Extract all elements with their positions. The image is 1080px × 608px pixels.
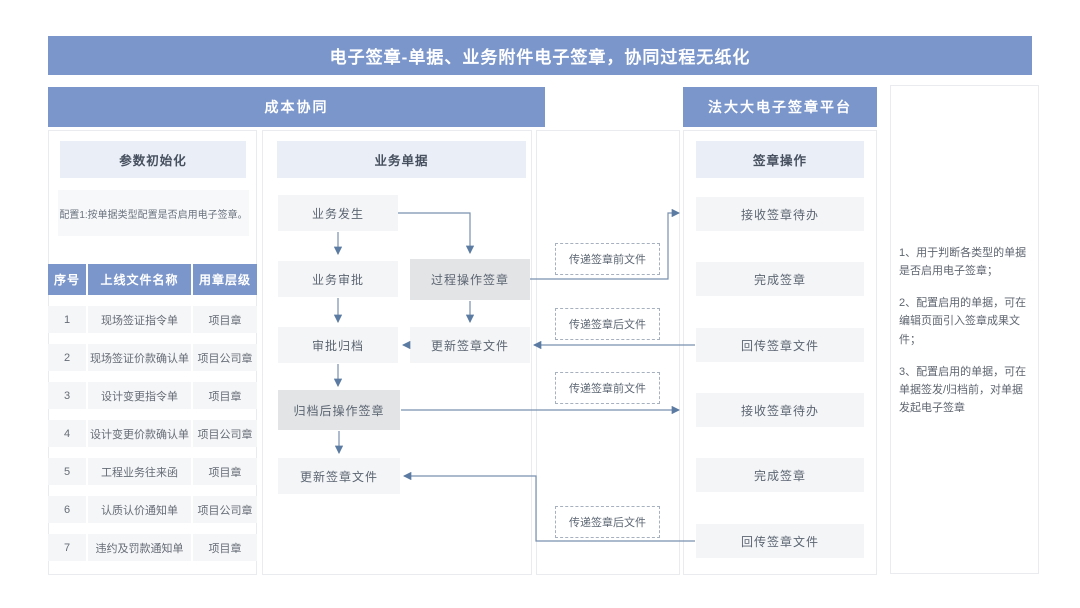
flow-node-business-approve: 业务审批 [278, 261, 398, 297]
table-cell-no: 7 [48, 534, 86, 561]
table-cell-no: 6 [48, 496, 86, 523]
flow-node-business-occur: 业务发生 [278, 195, 398, 231]
table-cell-seal: 项目公司章 [193, 420, 257, 447]
note-item-2: 2、配置启用的单据，可在编辑页面引入签章成果文件； [899, 297, 1027, 346]
sign-node-complete-1: 完成签章 [696, 262, 864, 296]
table-cell-seal: 项目公司章 [193, 496, 257, 523]
table-cell-seal: 项目公司章 [193, 344, 257, 371]
note-item-3: 3、配置启用的单据，可在单据签发/归档前，对单据发起电子签章 [899, 365, 1027, 414]
sign-node-return-file-2: 回传签章文件 [696, 524, 864, 558]
sign-node-complete-2: 完成签章 [696, 458, 864, 492]
table-header-no: 序号 [48, 264, 86, 295]
transfer-box-pre-sign-2: 传递签章前文件 [555, 372, 660, 404]
table-cell-file: 认质认价通知单 [88, 496, 191, 523]
flow-node-approve-archive: 审批归档 [278, 327, 398, 363]
subheader-business-docs: 业务单据 [277, 141, 526, 178]
table-cell-seal: 项目章 [193, 458, 257, 485]
table-cell-no: 1 [48, 306, 86, 333]
flow-node-after-archive-sign: 归档后操作签章 [278, 390, 400, 430]
table-cell-file: 现场签证指令单 [88, 306, 191, 333]
transfer-box-pre-sign-1: 传递签章前文件 [555, 243, 660, 275]
flow-node-process-sign: 过程操作签章 [410, 259, 530, 300]
notes-block: 1、用于判断各类型的单据是否启用电子签章； 2、配置启用的单据，可在编辑页面引入… [899, 244, 1032, 431]
table-cell-seal: 项目章 [193, 382, 257, 409]
flow-node-update-sign-file-2: 更新签章文件 [278, 458, 400, 494]
flow-node-update-sign-file-1: 更新签章文件 [410, 327, 530, 363]
table-cell-no: 2 [48, 344, 86, 371]
table-cell-seal: 项目章 [193, 306, 257, 333]
table-cell-no: 3 [48, 382, 86, 409]
table-cell-seal: 项目章 [193, 534, 257, 561]
table-cell-file: 违约及罚款通知单 [88, 534, 191, 561]
subheader-sign-ops: 签章操作 [696, 141, 864, 178]
transfer-box-post-sign-2: 传递签章后文件 [555, 506, 660, 538]
note-item-1: 1、用于判断各类型的单据是否启用电子签章； [899, 247, 1027, 278]
table-cell-file: 设计变更价款确认单 [88, 420, 191, 447]
title-banner: 电子签章-单据、业务附件电子签章，协同过程无纸化 [48, 36, 1032, 75]
transfer-box-post-sign-1: 传递签章后文件 [555, 308, 660, 340]
sign-node-return-file-1: 回传签章文件 [696, 328, 864, 362]
sign-node-receive-todo-2: 接收签章待办 [696, 393, 864, 427]
table-cell-no: 4 [48, 420, 86, 447]
section-header-fadada: 法大大电子签章平台 [683, 87, 877, 127]
seal-level-table: 序号 上线文件名称 用章层级 1 现场签证指令单 项目章 2 现场签证价款确认单… [48, 264, 257, 561]
sign-node-receive-todo-1: 接收签章待办 [696, 197, 864, 231]
subheader-param-init: 参数初始化 [60, 141, 246, 178]
panel-notes [890, 85, 1039, 574]
table-header-file: 上线文件名称 [88, 264, 191, 295]
table-cell-file: 现场签证价款确认单 [88, 344, 191, 371]
table-cell-file: 设计变更指令单 [88, 382, 191, 409]
table-cell-file: 工程业务往来函 [88, 458, 191, 485]
section-header-cost: 成本协同 [48, 87, 545, 127]
table-cell-no: 5 [48, 458, 86, 485]
config-note: 配置1:按单据类型配置是否启用电子签章。 [58, 190, 249, 236]
table-header-seal: 用章层级 [193, 264, 257, 295]
